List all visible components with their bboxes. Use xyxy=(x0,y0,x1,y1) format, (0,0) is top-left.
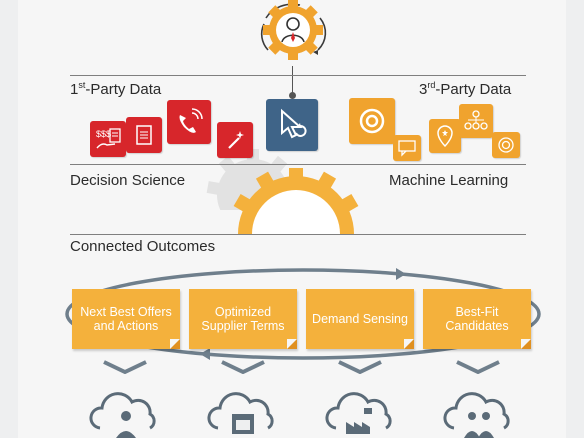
swirl-icon xyxy=(359,108,385,134)
document-tile xyxy=(126,117,162,153)
money-document-icon: $$$ xyxy=(96,128,121,149)
connected-outcomes-heading: Connected Outcomes xyxy=(70,238,216,255)
chevron-down-icon xyxy=(103,360,147,374)
outcome-card-label: Demand Sensing xyxy=(312,312,408,326)
chevron-down-icon xyxy=(456,360,500,374)
connector-line xyxy=(292,66,293,96)
outcome-card-candidates: Best-Fit Candidates xyxy=(423,289,531,349)
cycle-loop xyxy=(65,268,541,360)
svg-text:$$$: $$$ xyxy=(96,129,111,139)
calendar-cloud-icon xyxy=(207,392,274,434)
target-icon xyxy=(498,137,514,153)
machine-learning-label: Machine Learning xyxy=(389,172,509,189)
group-cloud-icon xyxy=(443,392,510,438)
chat-tile xyxy=(393,135,421,161)
chevron-down-icon xyxy=(338,360,382,374)
chat-bubble-icon xyxy=(398,140,416,157)
cursor-refresh-icon xyxy=(281,108,307,139)
first-party-label: 1st-Party Data xyxy=(70,80,162,99)
location-pin-icon xyxy=(437,125,453,148)
factory-cloud-icon xyxy=(325,392,392,434)
target-tile xyxy=(492,132,520,158)
cursor-refresh-tile xyxy=(266,99,318,151)
outcome-card-demand: Demand Sensing xyxy=(306,289,414,349)
third-party-label: 3rd-Party Data xyxy=(419,80,512,99)
outcome-card-supplier: Optimized Supplier Terms xyxy=(189,289,297,349)
middle-divider xyxy=(70,164,526,165)
outcome-card-label: Best-Fit Candidates xyxy=(445,305,509,333)
connector-dot xyxy=(289,92,296,99)
person-cloud-icon xyxy=(89,392,156,438)
outcome-card-label: Optimized Supplier Terms xyxy=(201,305,285,333)
orange-gear-icon xyxy=(233,168,359,234)
top-divider xyxy=(70,75,526,76)
swirl-tile xyxy=(349,98,395,144)
phone-tile xyxy=(167,100,211,144)
people-network-icon xyxy=(464,110,488,130)
outcome-card-offers: Next Best Offers and Actions xyxy=(72,289,180,349)
decision-science-label: Decision Science xyxy=(70,172,186,189)
clipboard-icon xyxy=(136,125,152,145)
location-tile xyxy=(429,119,461,153)
wand-tile xyxy=(217,122,253,158)
outcomes-divider xyxy=(70,234,526,235)
network-tile xyxy=(459,104,493,138)
person-gear-icon xyxy=(260,0,327,60)
money-document-tile: $$$ xyxy=(90,121,126,157)
phone-signal-icon xyxy=(179,108,203,133)
magic-wand-icon xyxy=(228,131,244,149)
chevron-down-icon xyxy=(221,360,265,374)
outcome-card-label: Next Best Offers and Actions xyxy=(80,305,172,333)
